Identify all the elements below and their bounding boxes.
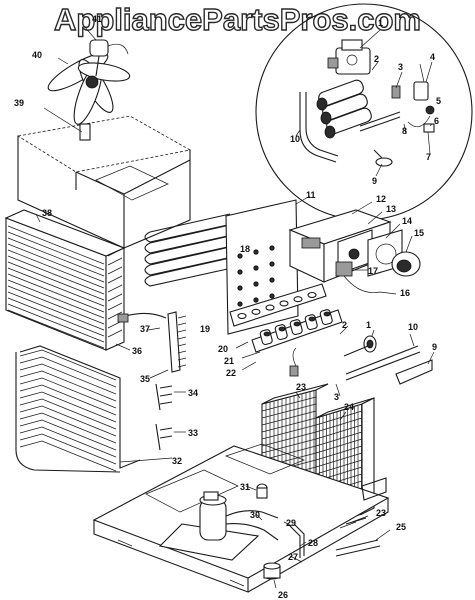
- callout-c37: 37: [140, 324, 150, 334]
- watermark: AppliancePartsPros.com: [53, 1, 421, 37]
- callout-c29: 29: [286, 518, 296, 528]
- callout-c35: 35: [140, 374, 150, 384]
- callout-c38: 38: [42, 208, 52, 218]
- callout-c9a: 9: [372, 176, 377, 186]
- callout-c1a: 1: [378, 18, 383, 28]
- callout-c39: 39: [14, 98, 24, 108]
- callout-c2b: 2: [342, 320, 347, 330]
- callout-c23a: 23: [296, 382, 306, 392]
- callout-c10b: 10: [408, 322, 418, 332]
- condenser-coil-lower: [15, 343, 173, 473]
- callout-c31: 31: [240, 482, 250, 492]
- condenser-coil-upper: [4, 209, 126, 351]
- callout-c18: 18: [240, 244, 250, 254]
- callout-c3b: 3: [334, 392, 339, 402]
- callout-c33: 33: [188, 428, 198, 438]
- burner-box-parts: [288, 201, 421, 295]
- inset-detail-circle: [255, 3, 473, 221]
- callout-c21: 21: [224, 356, 234, 366]
- inset-burners: [316, 79, 372, 139]
- callout-c30: 30: [250, 510, 260, 520]
- callout-c8a: 8: [402, 126, 407, 136]
- callout-c7a: 7: [426, 152, 431, 162]
- callout-c28: 28: [308, 538, 318, 548]
- callout-c5a: 5: [436, 96, 441, 106]
- callout-c9b: 9: [432, 342, 437, 352]
- small-brackets: [117, 311, 187, 451]
- callout-c3a: 3: [398, 62, 403, 72]
- callout-c14: 14: [402, 216, 412, 226]
- callout-c27: 27: [288, 552, 298, 562]
- burner-row: [229, 283, 435, 397]
- callout-c22: 22: [226, 368, 236, 378]
- callout-c24: 24: [344, 402, 354, 412]
- callout-c36: 36: [132, 346, 142, 356]
- callout-c23b: 23: [376, 508, 386, 518]
- callout-c12: 12: [376, 194, 386, 204]
- callout-c25: 25: [396, 522, 406, 532]
- callout-c20: 20: [218, 344, 228, 354]
- callout-c6a: 6: [434, 116, 439, 126]
- callout-c16: 16: [400, 288, 410, 298]
- condenser-fan: [47, 25, 131, 125]
- callout-c41: 41: [92, 14, 102, 24]
- callout-c26: 26: [278, 590, 288, 600]
- callout-c10a: 10: [290, 134, 300, 144]
- callout-c2a: 2: [374, 54, 379, 64]
- callout-c1b: 1: [366, 320, 371, 330]
- callout-c32: 32: [172, 456, 182, 466]
- callout-c11: 11: [306, 190, 316, 200]
- callout-c19: 19: [200, 324, 210, 334]
- callout-c17: 17: [368, 266, 378, 276]
- callout-c4a: 4: [430, 52, 435, 62]
- callout-c40: 40: [32, 50, 42, 60]
- callout-c15: 15: [414, 228, 424, 238]
- compressor: [158, 483, 391, 589]
- callout-c13: 13: [386, 204, 396, 214]
- callout-c34: 34: [188, 388, 198, 398]
